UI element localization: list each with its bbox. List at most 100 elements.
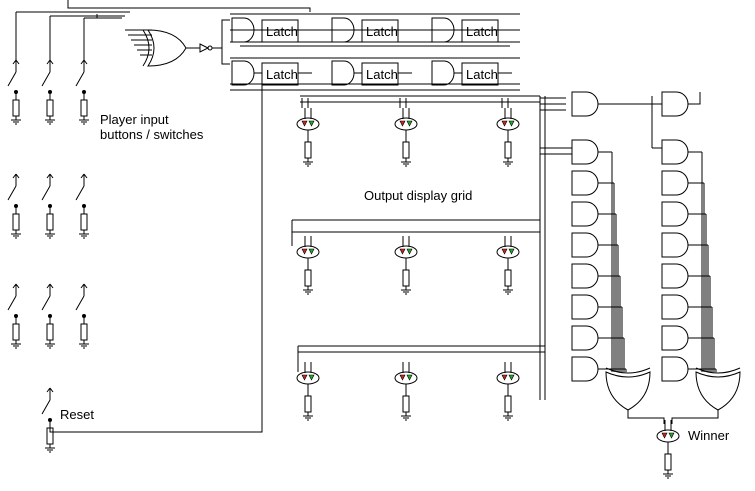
player-switch-6 (75, 173, 89, 239)
ground-symbol (503, 415, 513, 421)
latch-3: Latch (461, 19, 499, 43)
wire (212, 19, 230, 49)
winner-col1-and-gate-8 (571, 356, 599, 382)
latch-4: Latch (261, 62, 299, 86)
winner-and-gate-a (571, 91, 599, 117)
ground-symbol (503, 161, 513, 167)
latch-label: Latch (266, 24, 298, 39)
resistor (402, 141, 410, 159)
resistor (402, 395, 410, 413)
resistor (304, 269, 312, 287)
resistor (12, 213, 20, 231)
input-or-gate (125, 29, 187, 67)
latch-and-gate-1 (231, 17, 255, 43)
grid-led-4 (296, 236, 320, 295)
winner-col1-and-gate-5 (571, 263, 599, 289)
ground-symbol (11, 233, 21, 239)
resistor (46, 99, 54, 117)
resistor (504, 141, 512, 159)
grid-led-1 (296, 108, 320, 167)
player-switch-9 (75, 283, 89, 349)
ground-symbol (45, 343, 55, 349)
latch-and-gate-2 (331, 17, 355, 43)
player-switch-8 (41, 283, 55, 349)
resistor (46, 323, 54, 341)
latch-and-gate-4 (231, 60, 255, 86)
grid-led-7 (296, 362, 320, 421)
latch-5: Latch (361, 62, 399, 86)
resistor (80, 99, 88, 117)
latch-label: Latch (366, 24, 398, 39)
winner-led (656, 420, 680, 479)
resistor (80, 213, 88, 231)
grid-led-2 (394, 108, 418, 167)
winner-col2-and-gate-1 (661, 139, 689, 165)
player-input-label-1: Player input (100, 112, 169, 127)
resistor (304, 141, 312, 159)
ground-symbol (503, 289, 513, 295)
resistor (46, 213, 54, 231)
resistor (12, 323, 20, 341)
winner-and-gate-b (661, 91, 689, 117)
winner-col2-and-gate-8 (661, 356, 689, 382)
resistor (80, 323, 88, 341)
latch-label: Latch (366, 67, 398, 82)
ground-symbol (303, 161, 313, 167)
ground-symbol (303, 415, 313, 421)
winner-col2-and-gate-3 (661, 201, 689, 227)
ground-symbol (45, 233, 55, 239)
latch-2: Latch (361, 19, 399, 43)
wire (627, 410, 665, 424)
player-input-switches (7, 59, 89, 453)
winner-col2-and-gate-5 (661, 263, 689, 289)
wire (67, 0, 311, 12)
output-grid-label: Output display grid (364, 188, 472, 203)
winner-col1-and-gate-3 (571, 201, 599, 227)
wire (671, 410, 719, 424)
winner-col2-and-gate-6 (661, 294, 689, 320)
resistor (504, 269, 512, 287)
ground-symbol (45, 447, 55, 453)
resistor (402, 269, 410, 287)
resistor (504, 395, 512, 413)
latch-label: Latch (266, 67, 298, 82)
grid-led-8 (394, 362, 418, 421)
logic-gates (125, 17, 741, 411)
winner-or-gate-2 (695, 367, 741, 411)
reset-switch (41, 387, 55, 453)
reset-label: Reset (60, 407, 94, 422)
ground-symbol (663, 473, 673, 479)
latch-label: Latch (466, 67, 498, 82)
grid-led-3 (496, 108, 520, 167)
ground-symbol (79, 233, 89, 239)
winner-label: Winner (688, 428, 730, 443)
output-display-grid (296, 108, 680, 479)
winner-col2-and-gate-7 (661, 325, 689, 351)
winner-col2-and-gate-4 (661, 232, 689, 258)
wire (221, 48, 230, 65)
grid-led-9 (496, 362, 520, 421)
latch-6: Latch (461, 62, 499, 86)
ground-symbol (45, 119, 55, 125)
resistor (304, 395, 312, 413)
latch-1: Latch (261, 19, 299, 43)
winner-col1-and-gate-4 (571, 232, 599, 258)
winner-col2-and-gate-2 (661, 170, 689, 196)
ground-symbol (401, 415, 411, 421)
winner-or-gate-1 (605, 367, 651, 411)
inverter (199, 43, 213, 53)
grid-led-6 (496, 236, 520, 295)
winner-col1-and-gate-6 (571, 294, 599, 320)
grid-led-5 (394, 236, 418, 295)
player-switch-5 (41, 173, 55, 239)
ground-symbol (11, 119, 21, 125)
ground-symbol (79, 119, 89, 125)
ground-symbol (11, 343, 21, 349)
winner-col1-and-gate-7 (571, 325, 599, 351)
player-input-label-2: buttons / switches (100, 127, 204, 142)
resistor (12, 99, 20, 117)
ground-symbol (401, 161, 411, 167)
ground-symbol (303, 289, 313, 295)
